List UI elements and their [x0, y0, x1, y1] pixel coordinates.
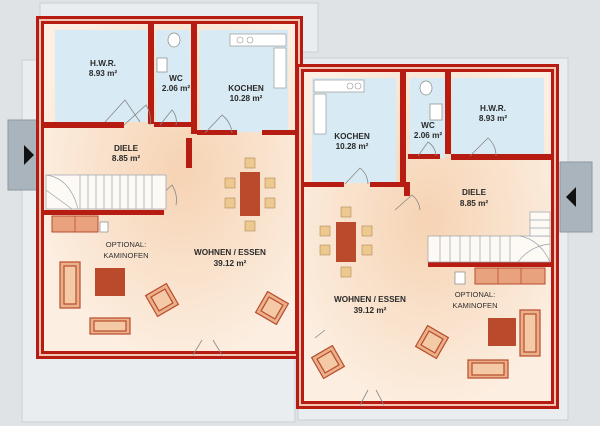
fireplace-left-line1: OPTIONAL: [106, 240, 147, 249]
hwr-door-left [104, 99, 141, 123]
hall-left-area: 8.85 m² [112, 154, 140, 163]
unit-right [296, 64, 559, 409]
arrow-left-icon [566, 187, 576, 207]
door-swings-right [344, 137, 497, 211]
dining-set-left [224, 157, 276, 232]
sofa-set-right [310, 309, 541, 380]
living-right-area: 39.12 m² [354, 306, 387, 315]
fireplace-right-line2: KAMINOFEN [452, 301, 497, 310]
unit-left [36, 16, 303, 359]
living-left-area: 39.12 m² [214, 259, 247, 268]
stairs-left [45, 174, 167, 210]
hwr-right-floor [452, 78, 544, 158]
kitchen-right-area: 10.28 m² [336, 142, 369, 151]
wc-fixtures-left [156, 32, 181, 73]
kitchen-right-name: KOCHEN [334, 132, 370, 141]
hwr-left-name: H.W.R. [90, 59, 116, 68]
hall-right-name: DIELE [462, 188, 487, 197]
fireplace-strip-right [474, 267, 546, 285]
stairs-right [427, 211, 551, 263]
living-left-name: WOHNEN / ESSEN [194, 248, 266, 257]
wc-right-area: 2.06 m² [414, 131, 442, 140]
hwr-right-area: 8.93 m² [479, 114, 507, 123]
labels-right: H.W.R. 8.93 m² WC 2.06 m² KOCHEN 10.28 m… [334, 104, 507, 315]
wc-fixtures-right [419, 80, 443, 121]
kitchen-left-floor [200, 30, 288, 132]
patio-door-left [192, 339, 223, 356]
living-right-name: WOHNEN / ESSEN [334, 295, 406, 304]
kitchen-counter-left [229, 33, 287, 89]
labels-left: H.W.R. 8.93 m² WC 2.06 m² KOCHEN 10.28 m… [89, 59, 266, 268]
hall-left-name: DIELE [114, 144, 139, 153]
door-swings-left [123, 104, 233, 206]
interior-walls-right [304, 70, 552, 267]
wc-left-area: 2.06 m² [162, 84, 190, 93]
hwr-left-floor [55, 30, 147, 122]
entrance-left [7, 119, 41, 191]
kitchen-left-area: 10.28 m² [230, 94, 263, 103]
sofa-set-left [59, 261, 290, 335]
fireplace-right-line1: OPTIONAL: [455, 290, 496, 299]
hall-right-area: 8.85 m² [460, 199, 488, 208]
interior-walls-left [44, 22, 297, 215]
wc-right-name: WC [421, 121, 435, 130]
entrance-right [559, 161, 593, 233]
kitchen-counter-right [313, 79, 365, 135]
dining-set-right [319, 206, 373, 278]
hwr-right-name: H.W.R. [480, 104, 506, 113]
hwr-left-area: 8.93 m² [89, 69, 117, 78]
wc-left-name: WC [169, 74, 183, 83]
arrow-right-icon [24, 145, 34, 165]
kitchen-left-name: KOCHEN [228, 84, 264, 93]
fireplace-left-line2: KAMINOFEN [103, 251, 148, 260]
patio-door-right [314, 329, 385, 406]
